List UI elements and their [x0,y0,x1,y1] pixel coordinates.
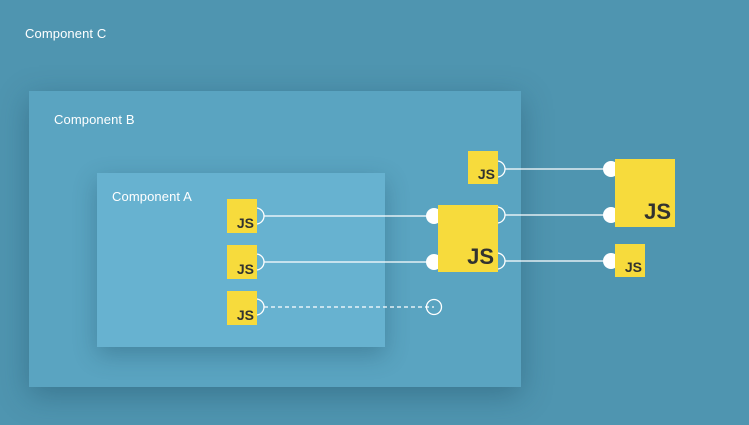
js-module-icon: JS [468,151,498,184]
output-port [255,253,265,271]
component-c-label: Component C [25,26,107,41]
output-port [496,206,506,224]
output-port [255,207,265,225]
output-port [496,160,506,178]
component-b-label: Component B [54,112,135,127]
js-module-icon: JS [227,245,257,279]
input-port-empty [425,298,443,316]
js-module-icon: JS [615,159,675,227]
js-module-icon: JS [227,291,257,325]
component-a-label: Component A [112,189,192,204]
output-port [255,298,265,316]
js-module-icon: JS [438,205,498,272]
js-module-icon: JS [227,199,257,233]
js-module-icon: JS [615,244,645,277]
output-port [496,252,506,270]
